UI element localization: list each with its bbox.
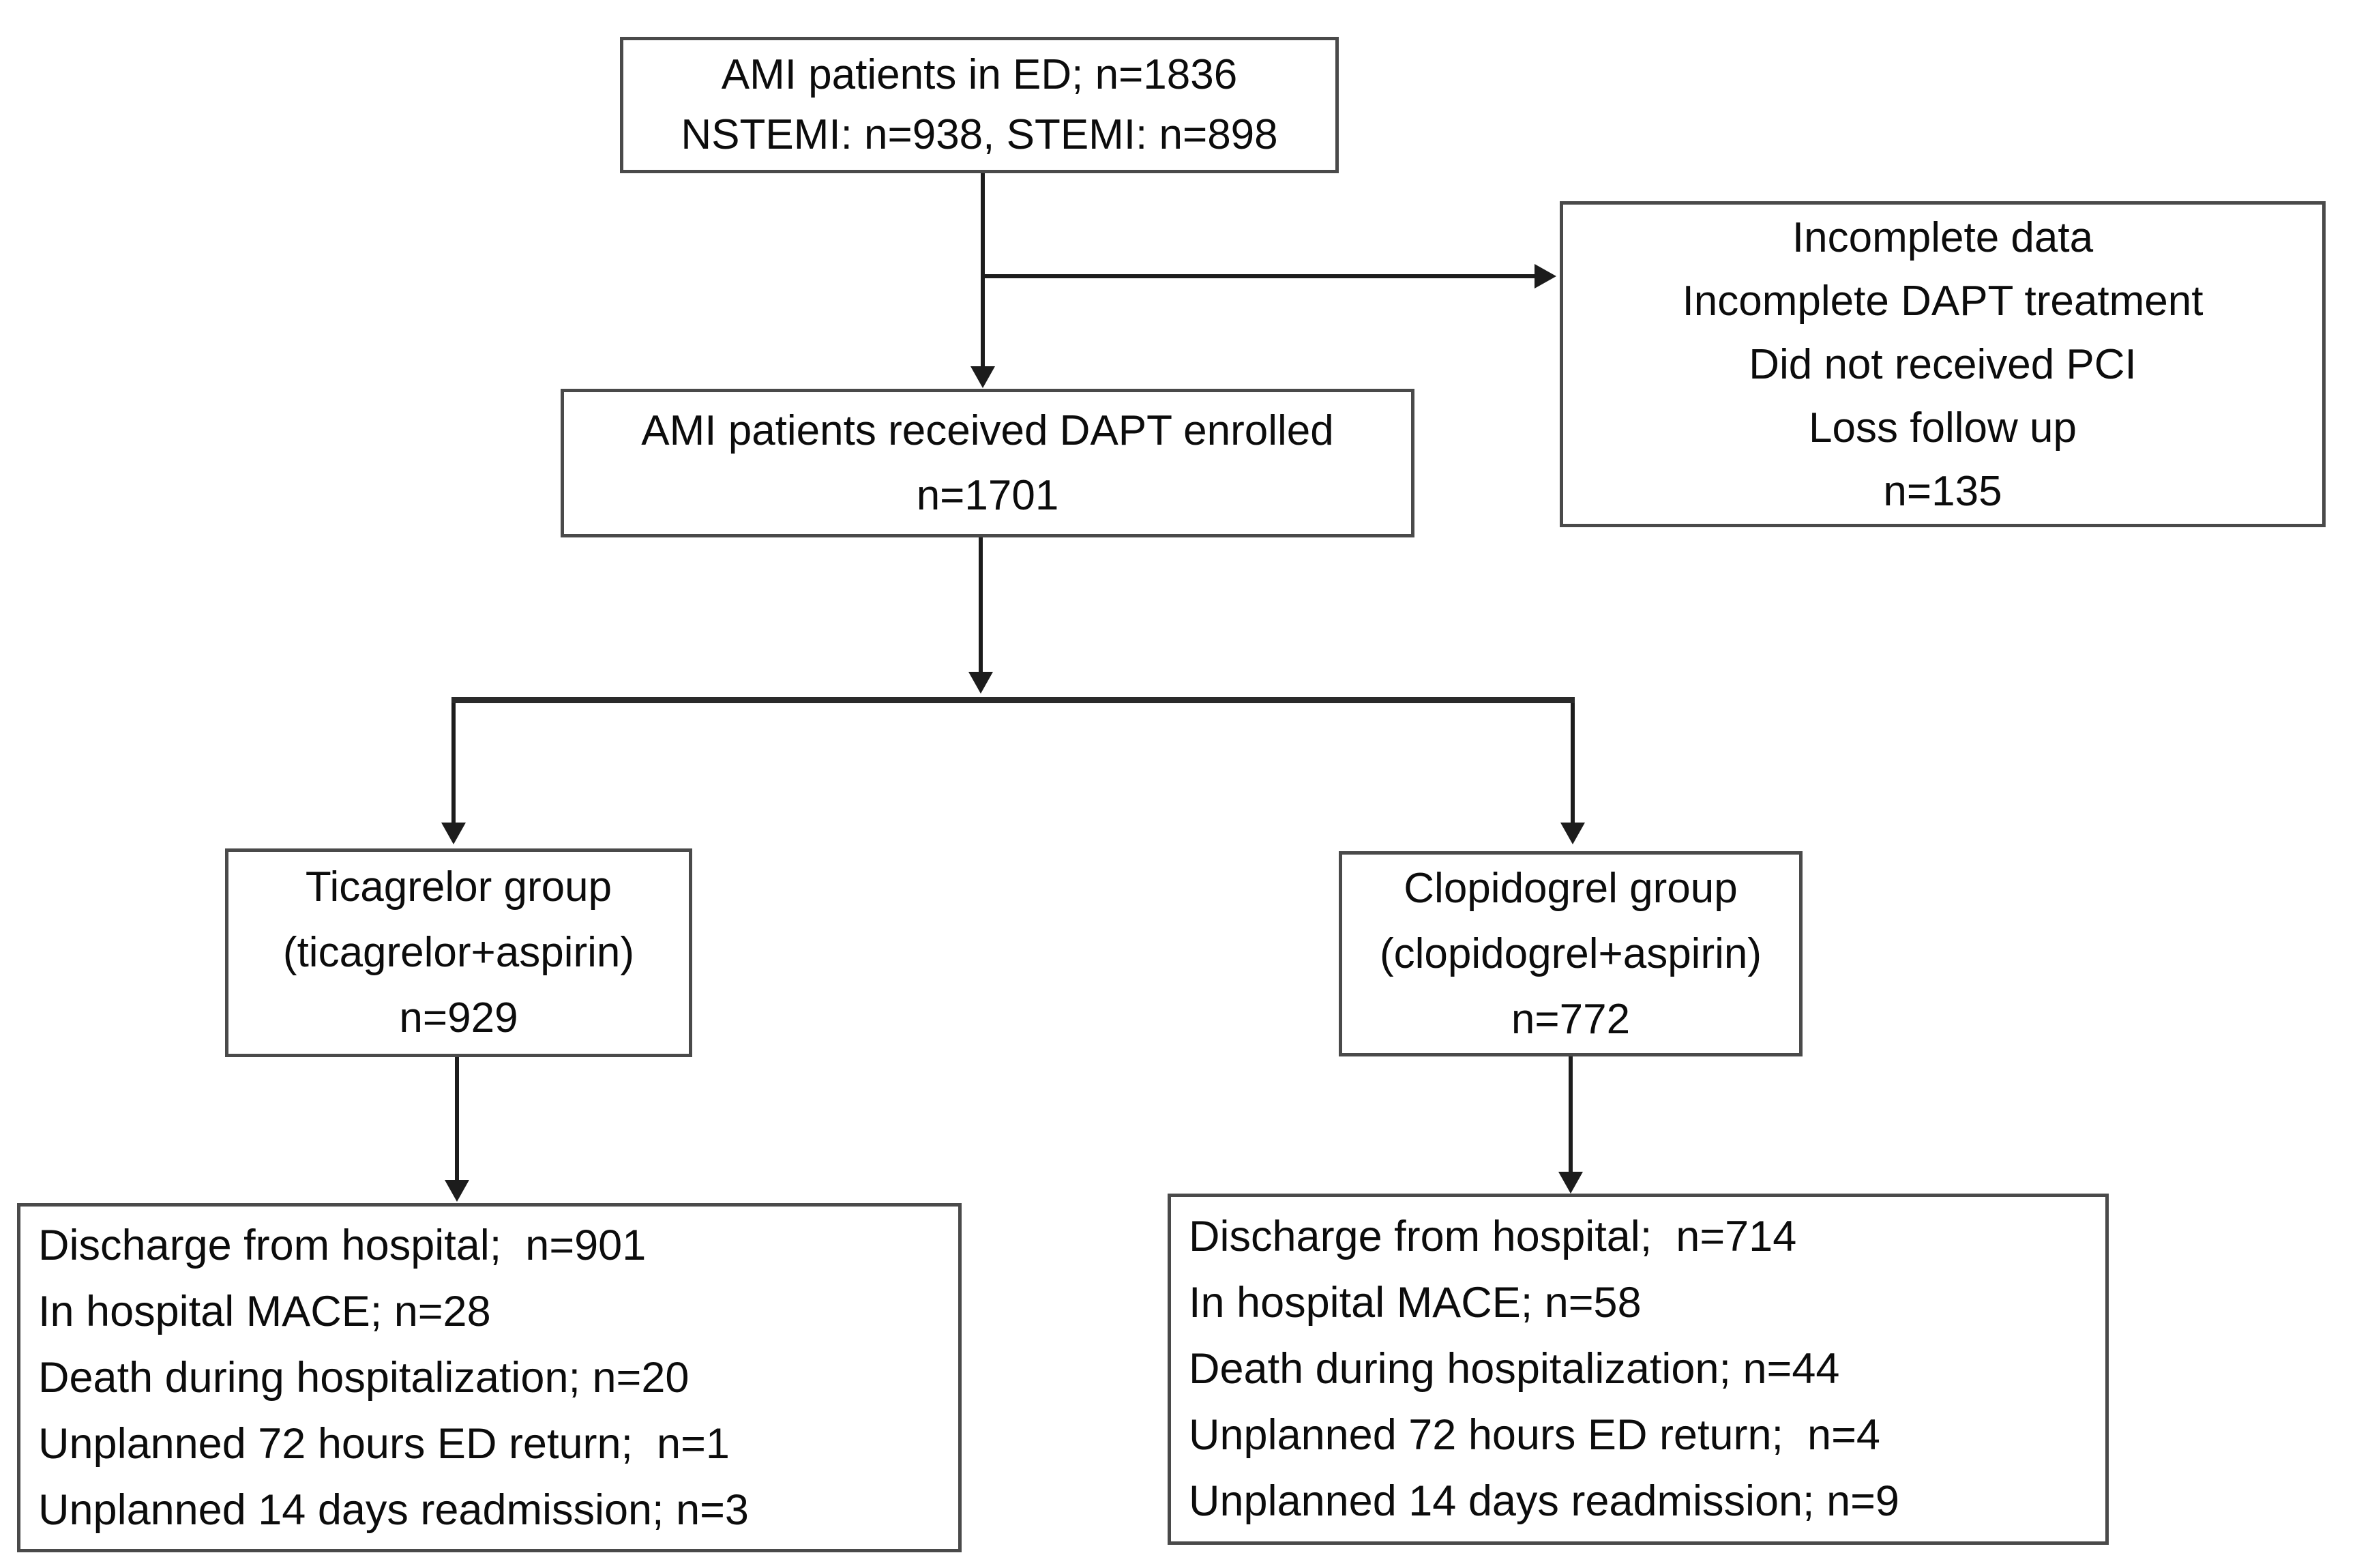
clopidogrel-outcome-mace: In hospital MACE; n=58: [1189, 1279, 1642, 1327]
excluded-reason-no-pci: Did not received PCI: [1749, 340, 2137, 388]
box-clopidogrel-outcomes: Discharge from hospital; n=714 In hospit…: [1168, 1194, 2109, 1545]
excluded-reason-loss-follow-up: Loss follow up: [1809, 404, 2077, 452]
connector-ed-to-enrolled: [981, 173, 985, 372]
box-enrolled-patients: AMI patients received DAPT enrolled n=17…: [561, 389, 1414, 537]
ticagrelor-outcome-readmission: Unplanned 14 days readmission; n=3: [38, 1485, 749, 1534]
ticagrelor-group-count: n=929: [399, 994, 518, 1041]
arrowhead-right-excluded-icon: [1535, 264, 1556, 289]
clopidogrel-group-count: n=772: [1511, 995, 1631, 1043]
clopidogrel-group-label: Clopidogrel group: [1404, 864, 1738, 912]
box-excluded-patients: Incomplete data Incomplete DAPT treatmen…: [1560, 201, 2326, 527]
connector-split-to-ticagrelor: [451, 703, 456, 823]
ticagrelor-outcome-discharge: Discharge from hospital; n=901: [38, 1221, 647, 1269]
connector-split-bar: [451, 697, 1575, 703]
excluded-count: n=135: [1883, 467, 2002, 515]
arrowhead-down-clopidogrel-outcomes-icon: [1558, 1172, 1583, 1194]
ami-ed-breakdown: NSTEMI: n=938, STEMI: n=898: [681, 111, 1278, 158]
box-clopidogrel-group: Clopidogrel group (clopidogrel+aspirin) …: [1339, 851, 1803, 1056]
arrowhead-down-enrolled-icon: [970, 366, 995, 388]
box-ticagrelor-group: Ticagrelor group (ticagrelor+aspirin) n=…: [225, 848, 692, 1057]
excluded-reason-incomplete-dapt: Incomplete DAPT treatment: [1682, 277, 2204, 325]
ticagrelor-outcome-mace: In hospital MACE; n=28: [38, 1287, 491, 1335]
box-ticagrelor-outcomes: Discharge from hospital; n=901 In hospit…: [17, 1203, 962, 1552]
box-ami-patients-ed: AMI patients in ED; n=1836 NSTEMI: n=938…: [620, 37, 1339, 173]
ami-ed-total: AMI patients in ED; n=1836: [721, 51, 1238, 98]
ticagrelor-outcome-ed-return: Unplanned 72 hours ED return; n=1: [38, 1419, 730, 1468]
excluded-reason-incomplete-data: Incomplete data: [1792, 213, 2094, 261]
ticagrelor-outcome-death: Death during hospitalization; n=20: [38, 1353, 690, 1402]
clopidogrel-group-regimen: (clopidogrel+aspirin): [1380, 930, 1762, 977]
ticagrelor-group-regimen: (ticagrelor+aspirin): [282, 929, 635, 976]
connector-split-to-clopidogrel: [1571, 703, 1575, 823]
enrolled-label: AMI patients received DAPT enrolled: [641, 407, 1334, 454]
clopidogrel-outcome-ed-return: Unplanned 72 hours ED return; n=4: [1189, 1411, 1880, 1459]
ticagrelor-group-label: Ticagrelor group: [305, 863, 612, 911]
arrowhead-down-clopidogrel-icon: [1560, 823, 1585, 844]
connector-branch-to-excluded: [983, 274, 1535, 278]
connector-enrolled-to-split: [979, 537, 983, 674]
connector-clopidogrel-to-outcomes: [1569, 1056, 1573, 1172]
clopidogrel-outcome-readmission: Unplanned 14 days readmission; n=9: [1189, 1477, 1899, 1525]
arrowhead-down-ticagrelor-outcomes-icon: [445, 1180, 469, 1202]
connector-ticagrelor-to-outcomes: [455, 1057, 459, 1180]
clopidogrel-outcome-death: Death during hospitalization; n=44: [1189, 1345, 1840, 1393]
arrowhead-down-split-icon: [968, 672, 993, 694]
clopidogrel-outcome-discharge: Discharge from hospital; n=714: [1189, 1213, 1797, 1260]
enrolled-count: n=1701: [916, 472, 1059, 519]
arrowhead-down-ticagrelor-icon: [441, 823, 466, 844]
